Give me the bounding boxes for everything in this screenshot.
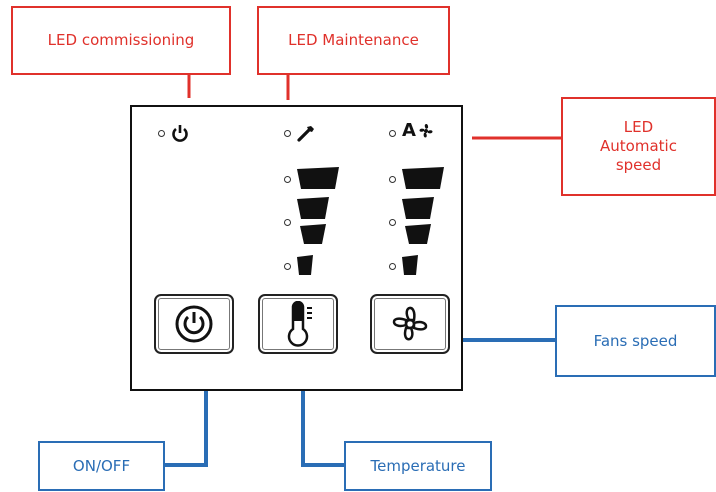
fan-speed-button[interactable] bbox=[370, 294, 450, 354]
automatic-speed-led bbox=[389, 130, 396, 137]
onoff-connector bbox=[165, 359, 208, 467]
temperature-button[interactable] bbox=[258, 294, 338, 354]
led-automatic-speed-callout: LED Automatic speed bbox=[561, 97, 716, 196]
led-automatic-speed-label: LED Automatic speed bbox=[600, 118, 677, 174]
speed-bar-icon bbox=[402, 197, 434, 219]
speed-led-1 bbox=[284, 176, 291, 183]
speed-bar-icon bbox=[402, 255, 418, 275]
speed-led-auto-2 bbox=[389, 219, 396, 226]
power-icon bbox=[175, 305, 213, 343]
auto-fan-icon bbox=[419, 123, 433, 138]
power-button[interactable] bbox=[154, 294, 234, 354]
temperature-label: Temperature bbox=[370, 456, 466, 475]
speed-led-auto-3 bbox=[389, 263, 396, 270]
on-off-label: ON/OFF bbox=[72, 456, 131, 475]
on-off-callout: ON/OFF bbox=[38, 441, 165, 491]
commissioning-led bbox=[158, 130, 165, 137]
speed-bar-icon bbox=[297, 197, 329, 219]
speed-bar-icon bbox=[297, 255, 313, 275]
fans-speed-label: Fans speed bbox=[593, 331, 678, 350]
fan-icon bbox=[392, 306, 428, 341]
maintenance-led bbox=[284, 130, 291, 137]
fans-speed-callout: Fans speed bbox=[555, 305, 716, 377]
speed-led-auto-1 bbox=[389, 176, 396, 183]
speed-bar-icon bbox=[402, 167, 444, 189]
thermometer-icon bbox=[287, 301, 312, 347]
wrench-icon bbox=[297, 126, 314, 142]
control-panel: A bbox=[130, 105, 463, 391]
led-commissioning-callout: LED commissioning bbox=[11, 6, 231, 75]
power-icon bbox=[172, 125, 188, 142]
temperature-callout: Temperature bbox=[344, 441, 492, 491]
speed-led-3 bbox=[284, 263, 291, 270]
auto-fan-letter: A bbox=[402, 120, 416, 141]
temperature-connector bbox=[301, 359, 344, 467]
speed-bar-icon bbox=[405, 224, 431, 244]
speed-led-2 bbox=[284, 219, 291, 226]
speed-bar-icon bbox=[300, 224, 326, 244]
speed-bar-icon bbox=[297, 167, 339, 189]
led-maintenance-label: LED Maintenance bbox=[288, 31, 419, 50]
led-commissioning-label: LED commissioning bbox=[47, 31, 195, 50]
led-maintenance-callout: LED Maintenance bbox=[257, 6, 450, 75]
